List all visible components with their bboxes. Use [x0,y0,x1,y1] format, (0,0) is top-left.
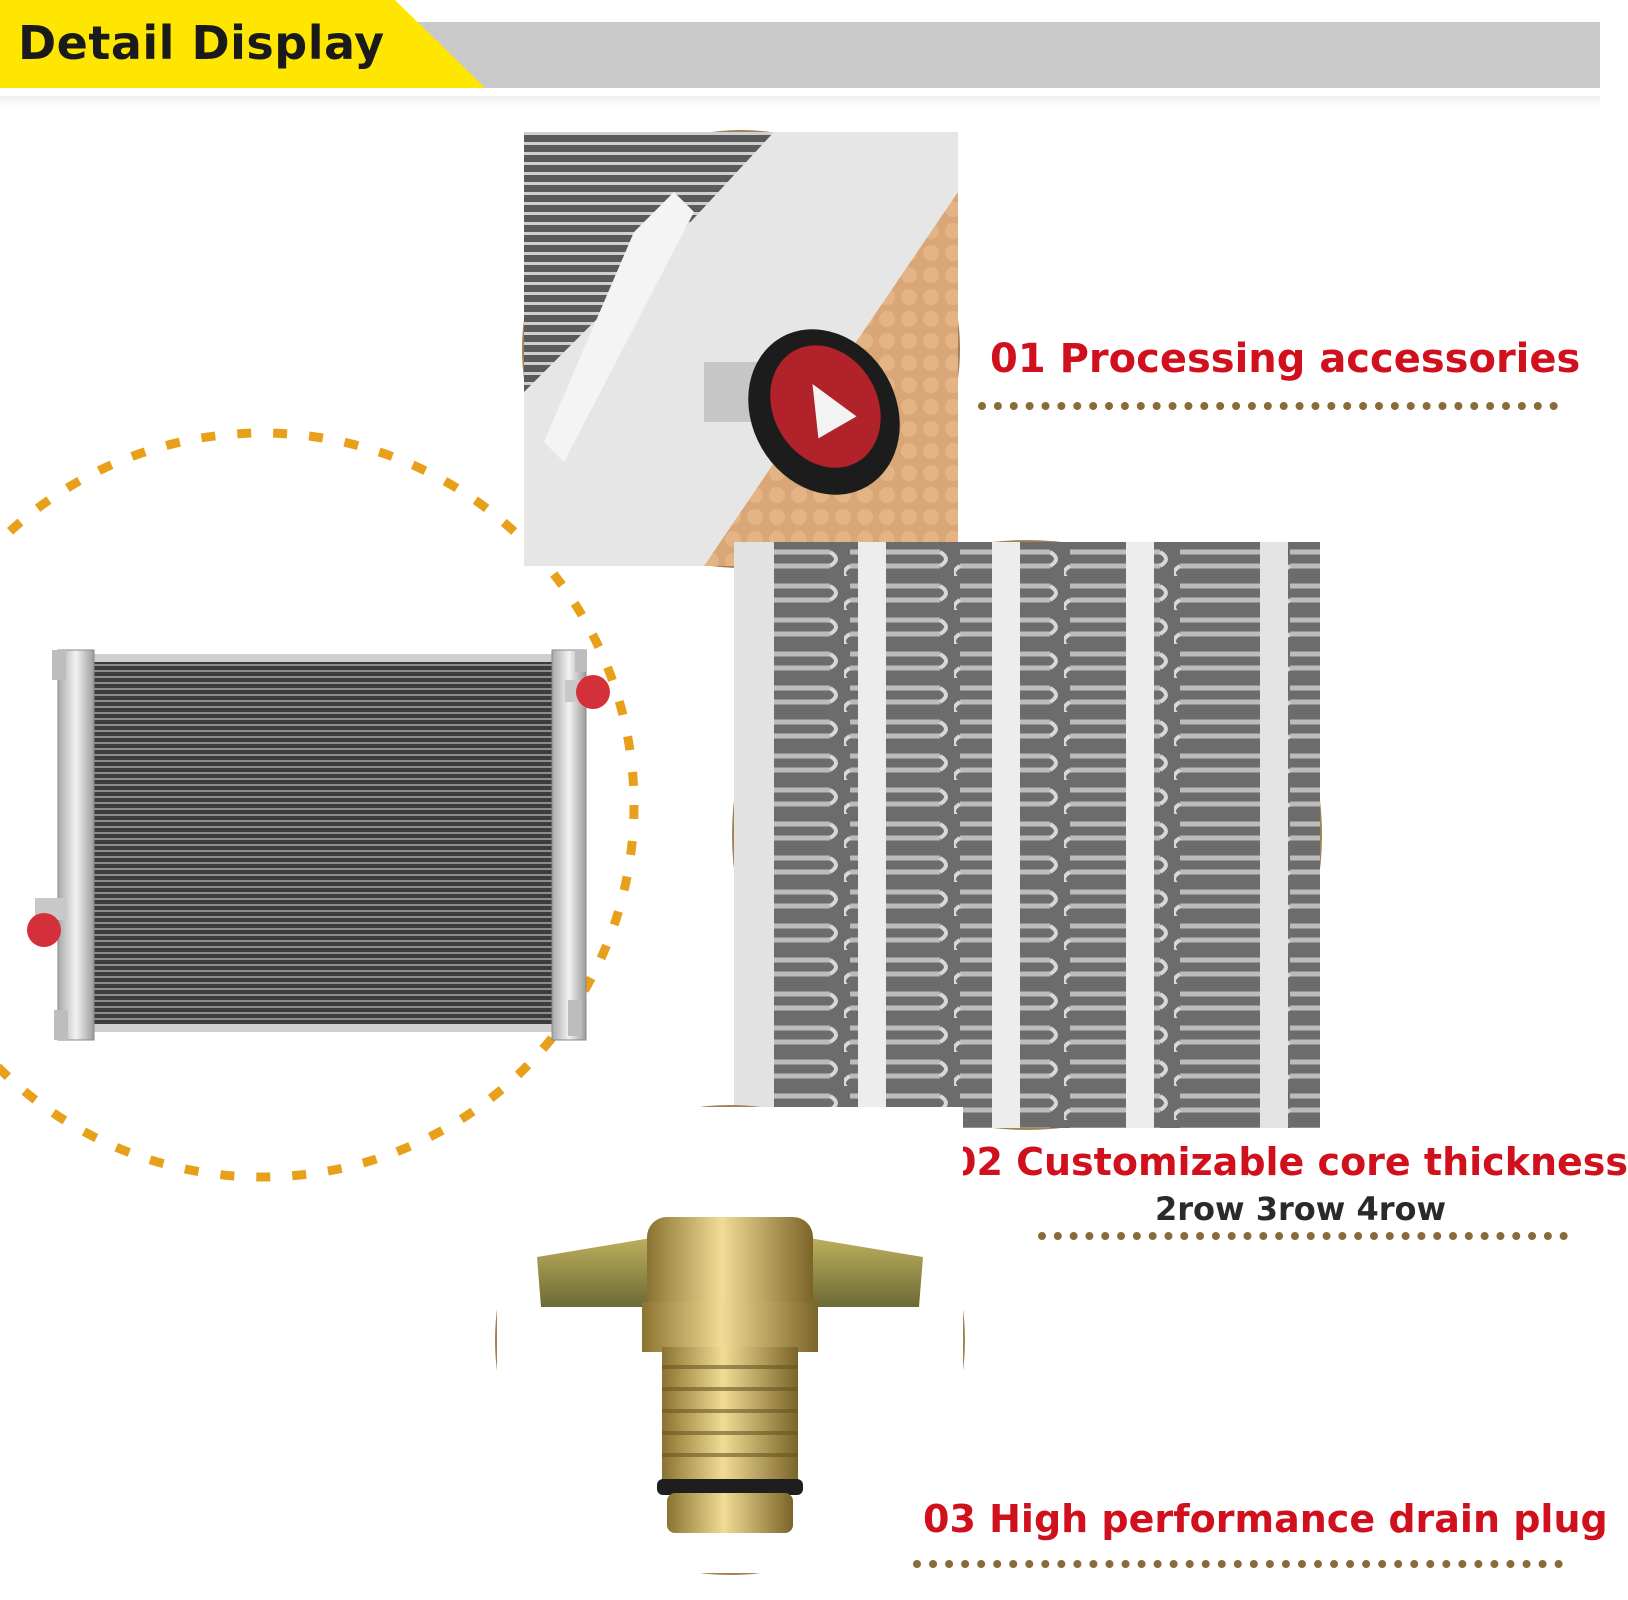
dashed-orange-ring [0,428,639,1182]
main-radiator-image [27,649,610,1041]
dotted-divider-1 [978,402,1558,410]
dotted-divider-3 [913,1560,1563,1568]
detail-photo-drain-plug [495,1105,965,1575]
feature-label-processing: 01 Processing accessories [990,336,1581,382]
radiator-cap-icon [748,329,900,495]
outlet-cap [576,675,610,709]
detail-photo-cap [522,130,960,568]
inlet-cap [27,913,61,947]
left-tank [57,649,95,1041]
header-shadow [0,96,1600,106]
right-tank [551,649,587,1041]
main-product-frame [0,428,639,1182]
dotted-divider-2 [1038,1232,1568,1240]
feature-label-core-thickness: 02 Customizable core thickness [950,1140,1628,1184]
feature-sublabel-rows: 2row 3row 4row [1155,1190,1447,1228]
header-tab [0,0,485,88]
page-title: Detail Display [18,16,385,70]
feature-label-drain-plug: 03 High performance drain plug [923,1497,1608,1541]
detail-photo-core [732,540,1322,1130]
radiator-core [90,662,558,1024]
drain-plug-icon [537,1217,923,1533]
